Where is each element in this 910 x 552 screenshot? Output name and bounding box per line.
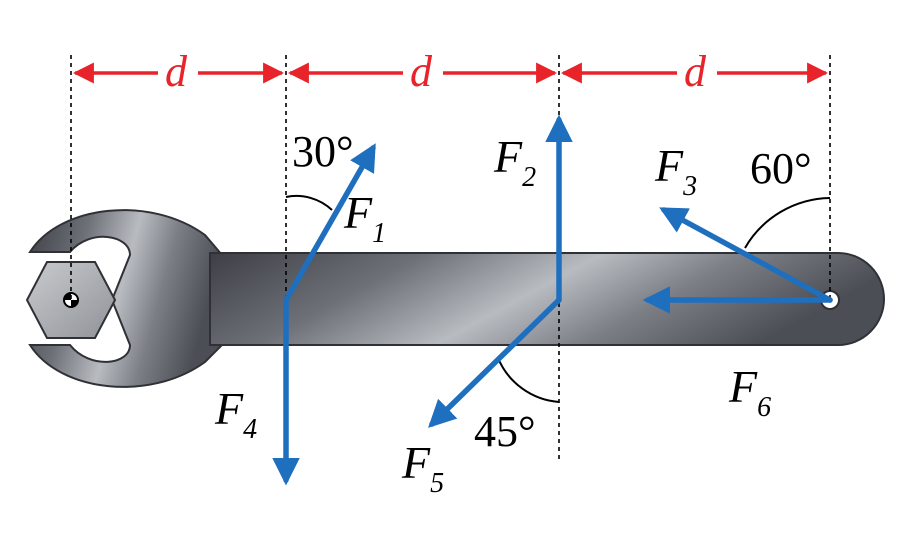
- force-label-f1: F1: [343, 187, 386, 249]
- angle-arc-30: [285, 194, 333, 211]
- angle-label-45: 45°: [474, 407, 536, 456]
- force-arrow-f5: [428, 297, 562, 428]
- dimension-label-3: d: [684, 47, 707, 96]
- wrench-handle: [209, 252, 885, 346]
- dimension-label-1: d: [165, 47, 188, 96]
- angle-arcs: [285, 194, 831, 403]
- angle-arc-60: [744, 197, 831, 249]
- dimension-label-2: d: [410, 47, 433, 96]
- force-label-f6: F6: [728, 361, 771, 423]
- force-arrow-f1: [283, 143, 376, 303]
- angle-arc-45: [497, 357, 560, 403]
- angle-label-60: 60°: [750, 144, 812, 193]
- force-arrows: [272, 114, 833, 486]
- force-label-f3: F3: [654, 140, 697, 202]
- angle-label-30: 30°: [292, 127, 354, 176]
- force-label-f2: F2: [493, 131, 536, 193]
- force-label-f4: F4: [214, 383, 257, 445]
- wrench-head: [28, 209, 223, 388]
- force-label-f5: F5: [401, 437, 444, 499]
- force-arrow-f3: [659, 207, 833, 303]
